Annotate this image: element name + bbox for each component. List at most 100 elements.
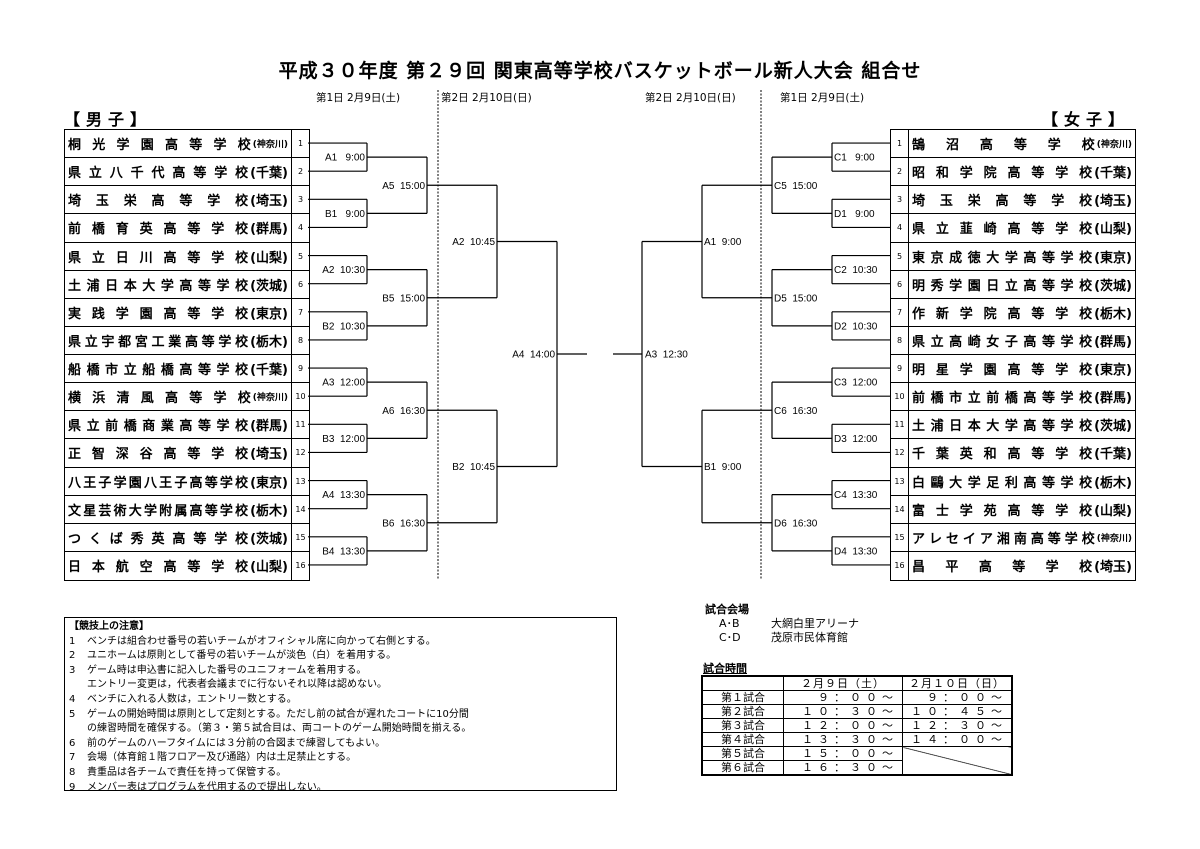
team-name-cell: 土浦日本大学高等学校(茨城) <box>909 411 1135 438</box>
team-name: 東京成徳大学高等学校 <box>912 250 1093 266</box>
team-prefecture: (山梨) <box>1094 222 1132 238</box>
team-seed-number: 1 <box>291 130 309 158</box>
venue-place: 大網白里アリーナ <box>771 617 859 630</box>
match-label: B6 16:30 <box>382 518 425 529</box>
team-name-cell: 前橋育英高等学校(群馬) <box>65 214 291 241</box>
schedule-empty-cell <box>902 746 1013 776</box>
schedule-cell: １２：３０～ <box>902 718 1013 733</box>
note-text: ベンチは組合わせ番号の若いチームがオフィシャル席に向かって右側とする。 <box>87 635 436 647</box>
team-name: 八王子学園八王子高等学校 <box>68 475 249 491</box>
team-prefecture: (栃木) <box>1094 306 1132 322</box>
team-row: 日本航空高等学校(山梨)16 <box>65 551 309 580</box>
match-label: B3 12:00 <box>322 434 365 445</box>
team-seed-number: 5 <box>291 242 309 270</box>
team-name-cell: 実践学園高等学校(東京) <box>65 299 291 326</box>
team-name-cell: 東京成徳大学高等学校(東京) <box>909 243 1135 270</box>
team-prefecture: (茨城) <box>250 278 288 294</box>
team-seed-number: 10 <box>291 383 309 411</box>
team-seed-number: 4 <box>291 214 309 242</box>
team-row: 八王子学園八王子高等学校(東京)13 <box>65 467 309 496</box>
venue-courts: A･B <box>719 617 740 630</box>
match-label: A4 14:00 <box>512 350 555 361</box>
team-row: 正智深谷高等学校(埼玉)12 <box>65 439 309 468</box>
match-label: A5 15:00 <box>382 181 425 192</box>
team-name-cell: 文星芸術大学附属高等学校(栃木) <box>65 496 291 523</box>
team-prefecture: (埼玉) <box>1094 194 1132 210</box>
team-seed-number: 12 <box>891 439 909 467</box>
note-number: 3 <box>69 664 76 676</box>
day-label-boys-day2: 第2日 2月10日(日) <box>441 92 532 104</box>
team-prefecture: (東京) <box>1094 250 1132 266</box>
team-seed-number: 16 <box>291 551 309 580</box>
team-prefecture: (神奈川) <box>252 140 288 151</box>
match-label: A1 9:00 <box>704 237 742 248</box>
team-name: 明秀学園日立高等学校 <box>912 278 1093 294</box>
match-label: B1 9:00 <box>325 209 365 220</box>
team-seed-number: 1 <box>891 130 909 158</box>
team-row: 県立八千代高等学校(千葉)2 <box>65 158 309 187</box>
team-row: 実践学園高等学校(東京)7 <box>65 298 309 327</box>
schedule-cell: １４：００～ <box>902 732 1013 747</box>
team-name-cell: 県立八千代高等学校(千葉) <box>65 158 291 185</box>
team-seed-number: 6 <box>291 270 309 298</box>
team-name: 富士学苑高等学校 <box>912 503 1093 519</box>
team-seed-number: 6 <box>891 270 909 298</box>
team-name: 県立前橋商業高等学校 <box>68 419 249 435</box>
team-prefecture: (群馬) <box>1094 334 1132 350</box>
team-name: 前橋市立前橋高等学校 <box>912 391 1093 407</box>
team-name: 日本航空高等学校 <box>68 560 249 576</box>
note-number: 5 <box>69 708 76 720</box>
team-prefecture: (神奈川) <box>1096 140 1132 151</box>
note-number: 9 <box>69 781 76 793</box>
team-name: 土浦日本大学高等学校 <box>912 419 1093 435</box>
team-name: 県立韮崎高等学校 <box>912 222 1093 238</box>
team-prefecture: (群馬) <box>250 222 288 238</box>
team-name-cell: つくば秀英高等学校(茨城) <box>65 524 291 551</box>
team-name-cell: 千葉英和高等学校(千葉) <box>909 439 1135 466</box>
match-label: A3 12:00 <box>322 378 365 389</box>
team-name: 横浜清風高等学校 <box>68 391 251 407</box>
match-label: C2 10:30 <box>834 265 878 276</box>
team-name-cell: 横浜清風高等学校(神奈川) <box>65 383 291 410</box>
team-name: 鵠沼高等学校 <box>912 138 1095 154</box>
schedule-cell: １３：３０～ <box>783 732 903 747</box>
note-text: の練習時間を確保する。（第３・第５試合目は、両コートのゲーム開始時間を揃える。 <box>87 723 472 735</box>
girls-section-label: 【女子】 <box>1042 110 1131 129</box>
team-name: 正智深谷高等学校 <box>68 447 249 463</box>
schedule-cell: １５：００～ <box>783 746 903 761</box>
note-number <box>69 678 87 693</box>
team-prefecture: (神奈川) <box>1096 533 1132 544</box>
match-label: D3 12:00 <box>834 434 878 445</box>
team-prefecture: (東京) <box>1094 363 1132 379</box>
note-number: 8 <box>69 766 76 778</box>
team-row: 埼玉栄高等学校(埼玉)3 <box>65 186 309 215</box>
team-name-cell: アレセイア湘南高等学校(神奈川) <box>909 524 1135 551</box>
note-text: 貴重品は各チームで責任を持って保管する。 <box>87 766 287 778</box>
team-seed-number: 2 <box>291 158 309 186</box>
team-name: 前橋育英高等学校 <box>68 222 249 238</box>
team-name: 明星学園高等学校 <box>912 363 1093 379</box>
match-label: A6 16:30 <box>382 406 425 417</box>
team-name-cell: 昌平高等学校(埼玉) <box>909 552 1135 580</box>
team-seed-number: 11 <box>891 411 909 439</box>
note-text: 前のゲームのハーフタイムには３分前の合図まで練習してもよい。 <box>87 737 386 749</box>
day-label-boys-day1: 第1日 2月9日(土) <box>316 92 401 104</box>
team-seed-number: 3 <box>291 186 309 214</box>
match-label: C6 16:30 <box>774 406 818 417</box>
team-name-cell: 作新学院高等学校(栃木) <box>909 299 1135 326</box>
schedule-cell: １６：３０～ <box>783 760 903 776</box>
team-prefecture: (埼玉) <box>1094 560 1132 576</box>
schedule-cell: ９：００～ <box>783 690 903 705</box>
team-name: アレセイア湘南高等学校 <box>912 531 1095 547</box>
team-prefecture: (埼玉) <box>250 447 288 463</box>
team-prefecture: (茨城) <box>1094 278 1132 294</box>
